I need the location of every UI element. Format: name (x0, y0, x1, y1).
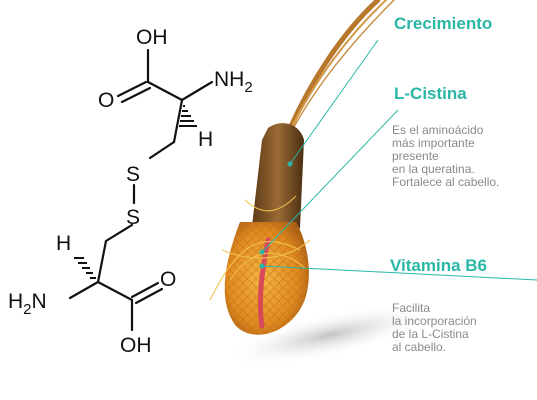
label-l-cistina: L-Cistina (394, 84, 467, 103)
desc-line: Fortalece al cabello. (392, 175, 500, 189)
bond-c-ca-top (146, 80, 184, 102)
bond-c-o-bottom-a (130, 281, 160, 299)
description-l-cistina: Es el aminoácido más importante presente… (392, 124, 499, 189)
bond-ca-c-bottom (96, 280, 134, 302)
desc-line: Facilita (392, 301, 431, 315)
callout-dot-b6 (259, 263, 265, 269)
bond-cb-ca-bottom (96, 239, 108, 284)
label-vitamina-b6: Vitamina B6 (390, 256, 488, 275)
description-vitamina-b6: Facilita la incorporación de la L-Cistin… (392, 302, 477, 354)
hashed-wedge-top (179, 105, 197, 127)
atom-s-lower: S (126, 206, 140, 229)
hair-strands (282, 0, 395, 143)
atom-h2n-bottom: H2N (8, 290, 47, 318)
bond-ca-n-bottom (68, 280, 100, 300)
atom-h-top: H (198, 128, 213, 151)
nerve-fibers (209, 195, 311, 301)
desc-line: Es el aminoácido (392, 123, 484, 137)
desc-line: en la queratina. (392, 162, 475, 176)
atom-o-bottom: O (160, 268, 176, 291)
desc-line: presente (392, 149, 439, 163)
desc-line: más importante (392, 136, 475, 150)
atom-h-bottom: H (56, 232, 71, 255)
desc-line: de la L-Cistina (392, 327, 469, 341)
bond-c-o-bottom-b (134, 287, 164, 305)
follicle-sheath (252, 123, 304, 234)
atom-oh-top: OH (136, 26, 168, 49)
hashed-wedge-bottom (74, 257, 96, 279)
atom-s-upper: S (126, 163, 140, 186)
atom-nh2-top: NH2 (214, 68, 253, 96)
desc-line: al cabello. (392, 340, 447, 354)
callout-lines (261, 39, 537, 281)
bond-ca-cb-top (172, 98, 184, 144)
bond-c-o-top-a (116, 80, 148, 98)
desc-line: la incorporación (392, 314, 477, 328)
callout-dot-cistina (259, 249, 265, 255)
label-crecimiento: Crecimiento (394, 14, 493, 33)
atom-oh-bottom: OH (120, 334, 152, 357)
atom-o-top: O (98, 89, 114, 112)
bond-c-o-top-b (120, 86, 152, 104)
follicle-shadow (222, 303, 438, 367)
callout-dot-crecimiento (287, 161, 293, 167)
bond-ca-n-top (180, 80, 214, 102)
bond-s-cb-bottom (104, 223, 134, 243)
dermal-papilla (257, 237, 271, 329)
bond-cb-s-top (148, 140, 176, 160)
